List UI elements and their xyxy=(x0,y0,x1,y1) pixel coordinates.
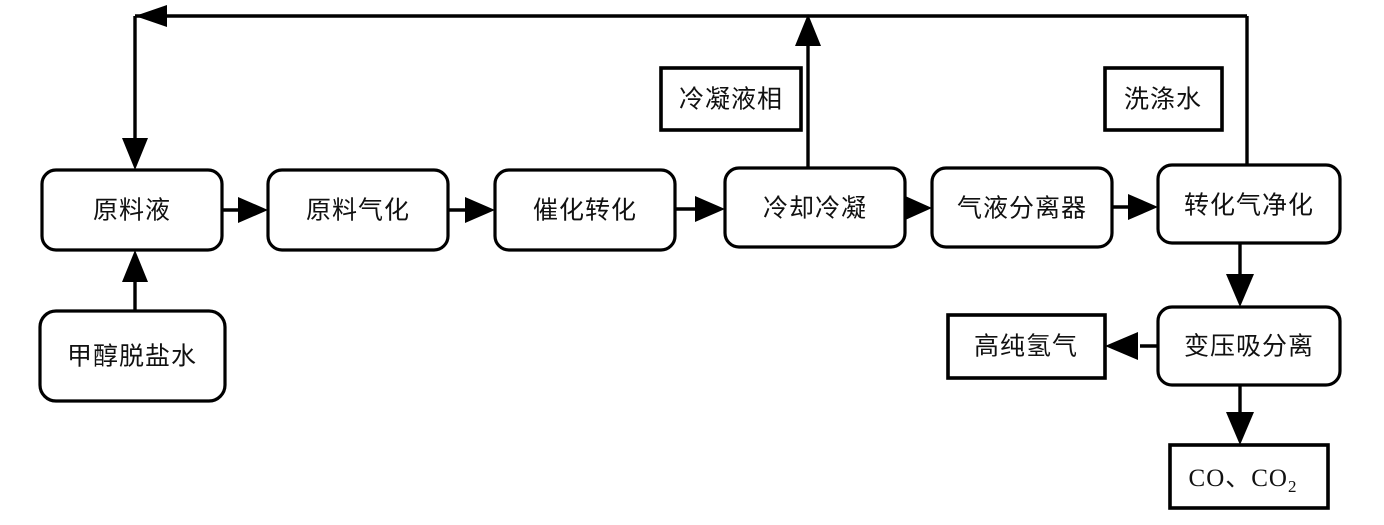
node-psa-separation[interactable]: 变压吸分离 xyxy=(1156,305,1342,387)
node-catalytic-conversion[interactable]: 催化转化 xyxy=(493,168,677,252)
node-feed-gasification[interactable]: 原料气化 xyxy=(266,168,450,252)
node-psa-separation-label: 变压吸分离 xyxy=(1184,333,1314,361)
node-catalytic-conversion-label: 催化转化 xyxy=(533,197,637,225)
node-high-purity-hydrogen[interactable]: 高纯氢气 xyxy=(946,313,1107,380)
node-cooling-condensation[interactable]: 冷却冷凝 xyxy=(723,166,907,249)
node-feed-liquid-label: 原料液 xyxy=(93,197,171,225)
node-feed-gasification-box[interactable] xyxy=(266,168,450,252)
node-gas-liquid-separator-box[interactable] xyxy=(930,166,1114,249)
node-co-co2[interactable]: CO、CO2 xyxy=(1168,443,1330,510)
node-gas-purification-label: 转化气净化 xyxy=(1184,192,1314,220)
node-cooling-condensation-box[interactable] xyxy=(723,166,907,249)
node-gas-liquid-separator-label: 气液分离器 xyxy=(957,195,1087,223)
node-methanol-demineralized-water-box[interactable] xyxy=(38,309,227,403)
node-high-purity-hydrogen-label: 高纯氢气 xyxy=(974,333,1078,361)
methanol-up-arrowhead xyxy=(122,250,148,282)
catalytic-to-cooling-arrowhead xyxy=(695,196,725,222)
node-co-co2-label: CO、CO2 xyxy=(1189,465,1298,496)
node-wash-water[interactable]: 洗涤水 xyxy=(1103,66,1224,132)
node-high-purity-hydrogen-box[interactable] xyxy=(946,313,1107,380)
node-condensate-liquid-phase[interactable]: 冷凝液相 xyxy=(659,66,803,132)
node-condensate-liquid-phase-label: 冷凝液相 xyxy=(679,86,783,114)
node-co-co2-label-subscript: 2 xyxy=(1288,477,1298,496)
node-psa-separation-box[interactable] xyxy=(1156,305,1342,387)
node-cooling-condensation-label: 冷却冷凝 xyxy=(763,195,867,223)
node-wash-water-box[interactable] xyxy=(1103,66,1224,132)
node-feed-liquid-box[interactable] xyxy=(40,168,224,252)
node-catalytic-conversion-box[interactable] xyxy=(493,168,677,252)
recycle-bus-left-arrowhead xyxy=(135,5,167,27)
psa-to-h2-arrowhead xyxy=(1105,332,1138,360)
node-methanol-demineralized-water-label: 甲醇脱盐水 xyxy=(67,343,197,371)
connector-layer xyxy=(122,5,1254,445)
gasification-to-catalytic-arrowhead xyxy=(465,197,495,223)
psa-to-co-arrowhead xyxy=(1226,412,1254,445)
cooling-to-separator-arrowhead xyxy=(903,195,932,221)
node-methanol-demineralized-water[interactable]: 甲醇脱盐水 xyxy=(38,309,227,403)
node-co-co2-box[interactable] xyxy=(1168,443,1330,510)
purification-to-psa-arrowhead xyxy=(1226,274,1254,307)
node-co-co2-label-main: CO、CO xyxy=(1189,465,1288,492)
node-feed-gasification-label: 原料气化 xyxy=(306,197,410,225)
node-gas-liquid-separator[interactable]: 气液分离器 xyxy=(930,166,1114,249)
node-feed-liquid[interactable]: 原料液 xyxy=(40,168,224,252)
node-wash-water-label: 洗涤水 xyxy=(1124,86,1202,114)
node-condensate-liquid-phase-box[interactable] xyxy=(659,66,803,132)
feed-to-gasification-arrowhead xyxy=(238,197,268,223)
node-gas-purification[interactable]: 转化气净化 xyxy=(1156,163,1342,245)
recycle-drop-arrowhead xyxy=(122,138,148,170)
node-gas-purification-box[interactable] xyxy=(1156,163,1342,245)
separator-to-purification-arrowhead xyxy=(1128,194,1158,220)
cooling-riser-arrowhead xyxy=(795,14,821,46)
